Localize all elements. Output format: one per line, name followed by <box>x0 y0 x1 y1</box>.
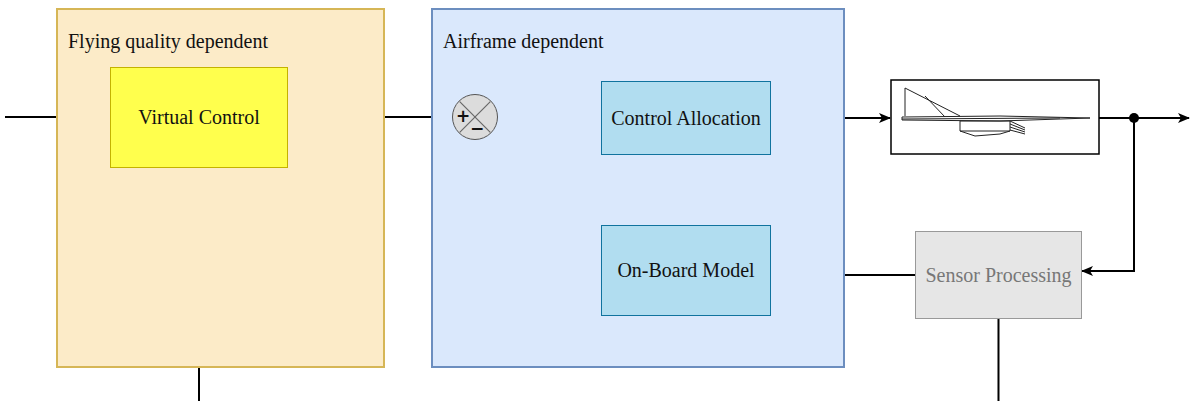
process-box: Control Allocation <box>601 81 771 155</box>
group-title: Flying quality dependent <box>68 30 268 53</box>
output-arrow <box>1099 117 1189 119</box>
group-band: +− Control AllocationOn-Board Model Airfra… <box>431 8 845 368</box>
box-label: Control Allocation <box>611 106 760 131</box>
aircraft-illustration <box>902 88 1090 136</box>
box-label: On-Board Model <box>617 258 754 283</box>
process-box: Virtual Control <box>110 67 288 168</box>
group-band: Virtual Control Flying quality dependent <box>56 8 385 368</box>
summing-junction: +− <box>452 94 498 140</box>
group-title: Airframe dependent <box>443 30 603 53</box>
box-label: Virtual Control <box>138 105 260 130</box>
box-label: Sensor Processing <box>925 263 1071 288</box>
process-box: On-Board Model <box>601 225 771 316</box>
process-box: Sensor Processing <box>915 231 1081 319</box>
sign-label: + <box>456 108 470 125</box>
sign-label: − <box>470 120 484 137</box>
feedback-wire <box>1082 118 1134 271</box>
aircraft-frame <box>891 80 1099 154</box>
